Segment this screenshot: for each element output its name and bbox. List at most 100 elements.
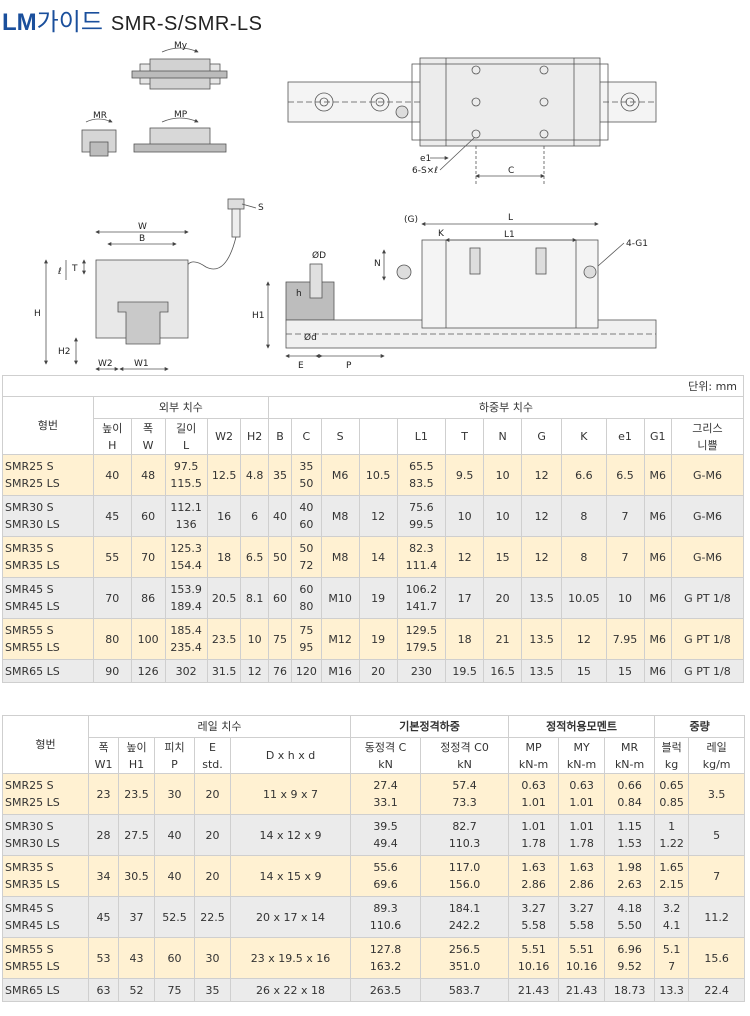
label-c: C bbox=[508, 166, 514, 176]
table-cell: 6.6 bbox=[561, 454, 607, 496]
table-cell: 28 bbox=[88, 814, 119, 856]
table-cell: 8 bbox=[561, 495, 607, 537]
header-s: S bbox=[320, 418, 360, 455]
table-cell: M6 bbox=[643, 618, 672, 660]
model-cell: SMR65 LS bbox=[2, 978, 89, 1002]
table-cell: 35 bbox=[194, 978, 231, 1002]
table-cell: 15.6 bbox=[688, 937, 746, 979]
table-cell: 18.73 bbox=[604, 978, 656, 1002]
table-cell: 126 bbox=[130, 659, 166, 683]
table-cell: 21.43 bbox=[508, 978, 560, 1002]
header-l1: L1 bbox=[396, 418, 447, 455]
table-cell: 5 bbox=[688, 814, 746, 856]
table-cell: 10 bbox=[240, 618, 269, 660]
label-h1: H1 bbox=[252, 311, 265, 321]
table-cell: 12 bbox=[521, 495, 563, 537]
iso-block-mr: MR bbox=[81, 111, 117, 157]
table-cell: 60 bbox=[154, 937, 195, 979]
label-my: My bbox=[174, 41, 188, 51]
table-cell: 43 bbox=[118, 937, 155, 979]
table-cell: 30.5 bbox=[118, 855, 155, 897]
table-cell: 75 bbox=[267, 618, 293, 660]
table-cell: 40 bbox=[92, 454, 132, 496]
table-cell: 11.2 bbox=[688, 896, 746, 938]
table-cell: 14 x 12 x 9 bbox=[229, 814, 352, 856]
table-cell: 12 bbox=[521, 536, 563, 578]
label-w1: W1 bbox=[134, 359, 149, 369]
table-cell: M16 bbox=[320, 659, 360, 683]
table-cell: 10 bbox=[605, 577, 645, 619]
table-cell: 10 bbox=[483, 495, 523, 537]
label-h-small: h bbox=[296, 289, 302, 299]
table-cell: 23.5 bbox=[206, 618, 242, 660]
title-model: SMR-S/SMR-LS bbox=[110, 13, 263, 35]
table-cell: 13.5 bbox=[521, 618, 563, 660]
table-cell: 13.5 bbox=[521, 659, 563, 683]
side-view: L L1 (G) K 4-G1 N ØD h H1 Ød E P bbox=[252, 213, 657, 371]
table-cell: 12 bbox=[561, 618, 607, 660]
table-cell: 6.5 bbox=[240, 536, 269, 578]
table-cell: 230 bbox=[396, 659, 447, 683]
table-cell: 12 bbox=[358, 495, 398, 537]
table-cell: 100 bbox=[130, 618, 166, 660]
header-g1: G1 bbox=[643, 418, 672, 455]
label-mr: MR bbox=[93, 111, 107, 121]
table-cell: 16.5 bbox=[483, 659, 523, 683]
table-cell: 7 bbox=[688, 855, 746, 897]
label-w2: W2 bbox=[98, 359, 113, 369]
header-outer-group: 외부 치수 bbox=[92, 396, 269, 419]
table-cell: M6 bbox=[320, 454, 360, 496]
table-cell: 86 bbox=[130, 577, 166, 619]
model-cell: SMR65 LS bbox=[2, 659, 94, 683]
table-cell: 20 bbox=[483, 577, 523, 619]
title-lm: LM bbox=[2, 9, 37, 36]
table-cell: 3.5 bbox=[688, 773, 746, 815]
table-cell: 23.5 bbox=[118, 773, 155, 815]
table-cell: 7.95 bbox=[605, 618, 645, 660]
table-cell: 23 bbox=[88, 773, 119, 815]
table-cell: M6 bbox=[643, 577, 672, 619]
label-p: P bbox=[346, 361, 352, 371]
table-cell: 21 bbox=[483, 618, 523, 660]
table-cell: 6 bbox=[240, 495, 269, 537]
header-weight-group: 중량 bbox=[654, 715, 746, 738]
table-cell: M8 bbox=[320, 495, 360, 537]
